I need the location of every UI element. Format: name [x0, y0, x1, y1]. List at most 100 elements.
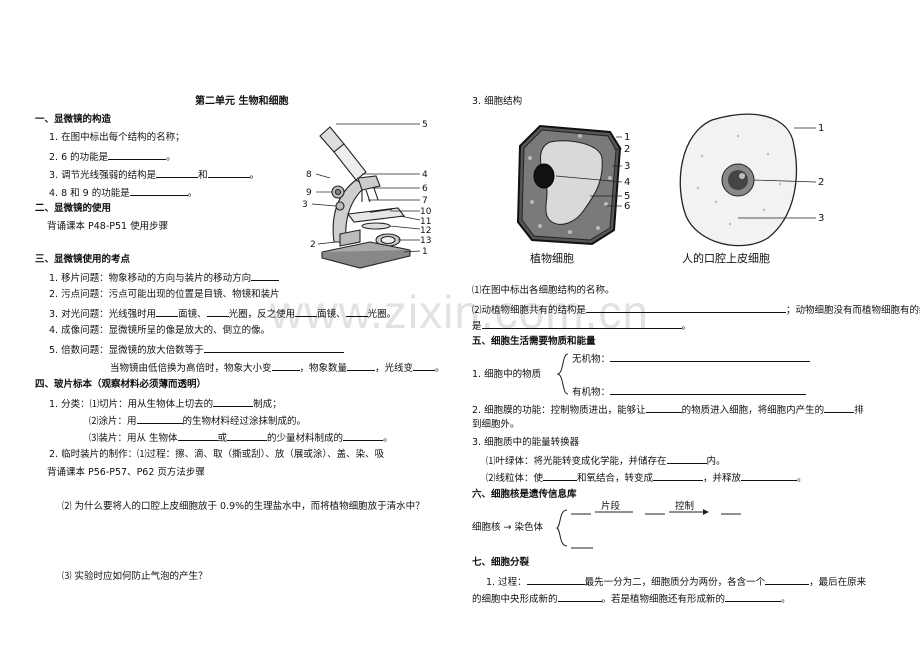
q1-2: 2. 6 的功能是 。 — [49, 149, 176, 165]
animal-num: 3 — [818, 213, 824, 224]
blank[interactable] — [206, 306, 229, 317]
micro-label: 5 — [422, 120, 428, 130]
s5-q3-d: 和氧结合，转变成 — [577, 473, 654, 484]
blank[interactable] — [557, 591, 602, 602]
q3-3-a: 3. 对光问题：光线强时用 — [49, 309, 157, 320]
blank[interactable] — [481, 318, 682, 329]
s5-q3-e: ，并释放 — [703, 473, 742, 484]
blank[interactable] — [765, 574, 810, 585]
section-3-heading: 三、显微镜使用的考点 — [35, 254, 131, 265]
q1-3-end: 。 — [249, 170, 260, 181]
plant-num: 2 — [624, 144, 630, 155]
microscope-figure: 5 4 6 7 10 11 12 13 1 8 9 3 2 — [302, 120, 432, 269]
blank[interactable] — [645, 402, 682, 413]
q4-1-f: 或 — [217, 433, 228, 444]
q4-2: 2. 临时装片的制作：⑴过程：擦、滴、取（撕或刮）、放（展或涂）、盖、染、吸 — [49, 449, 385, 460]
blank[interactable] — [136, 413, 183, 424]
blank[interactable] — [610, 351, 811, 362]
cell-q1: ⑴在图中标出各细胞结构的名称。 — [472, 285, 615, 296]
blank[interactable] — [347, 360, 376, 371]
nucleus — [533, 163, 555, 189]
blank[interactable] — [129, 185, 188, 196]
q4-1: 1. 分类：⑴切片：用从生物体上切去的制成； — [49, 396, 282, 412]
control-label: 控制 — [675, 500, 694, 512]
blank[interactable] — [725, 591, 782, 602]
blank[interactable] — [666, 453, 707, 464]
organic-row: 有机物： — [572, 384, 807, 400]
blank[interactable] — [653, 470, 704, 481]
blank[interactable] — [610, 384, 807, 395]
q4-1-c: ⑵涂片：用 — [89, 416, 137, 427]
q3-3-c: 光圈，反之使用 — [228, 309, 296, 320]
s5-q3-f: 。 — [797, 473, 807, 484]
blank[interactable] — [156, 306, 179, 317]
s5-q2-a: 2. 细胞膜的功能：控制物质进出，能够让 — [472, 405, 646, 416]
cell-q2-d: 。 — [681, 321, 692, 332]
q3-2: 2. 污点问题：污点可能出现的位置是目镜、物镜和装片 — [49, 289, 280, 300]
cell-q2: ⑵动植物细胞共有的结构是；动物细胞没有而植物细胞有的结构 — [472, 302, 920, 318]
blank[interactable] — [741, 470, 798, 481]
plant-num: 6 — [624, 201, 630, 212]
section-6-heading: 六、细胞核是遗传信息库 — [472, 489, 577, 500]
q1-2-end: 。 — [166, 152, 176, 163]
blank[interactable] — [251, 270, 280, 281]
s7-q1-a: 1. 过程： — [486, 577, 527, 588]
s5-q2-b: 的物质进入细胞，将细胞内产生的 — [681, 405, 825, 416]
blank[interactable] — [345, 306, 368, 317]
q1-3: 3. 调节光线强弱的结构是 和 。 — [49, 167, 259, 183]
nucleus-chain-diagram: 片段 控制 — [555, 500, 741, 549]
s5-q2-c: 排 — [854, 405, 864, 416]
blank[interactable] — [271, 360, 300, 371]
animal-cell-figure: 1 2 3 — [679, 113, 824, 247]
q3-3-b: 面镜、 — [178, 309, 207, 320]
blank[interactable] — [213, 396, 254, 407]
q3-3-d: 面镜、 — [317, 309, 346, 320]
q3-5-c: ，物象数量 — [299, 363, 348, 374]
blank[interactable] — [295, 306, 318, 317]
micro-label: 11 — [420, 217, 431, 227]
blank[interactable] — [203, 342, 344, 353]
plant-cell-caption: 植物细胞 — [530, 252, 574, 265]
blank[interactable] — [586, 302, 787, 313]
q1-4-text: 4. 8 和 9 的功能是 — [49, 188, 130, 199]
cell-matter-label: 1. 细胞中的物质 — [472, 369, 542, 380]
q1-3-text: 3. 调节光线强弱的结构是 — [49, 170, 157, 181]
q3-5-b: 当物镜由低倍换为高倍时，物象大小变，物象数量，光线变。 — [110, 360, 445, 376]
q4-1-smear: ⑵涂片：用的生物材料经过涂抹制成的。 — [89, 413, 306, 429]
micro-label: 7 — [422, 196, 428, 206]
blank[interactable] — [108, 149, 167, 160]
cell-q2-b: ；动物细胞没有而植物细胞有的结构 — [786, 305, 920, 316]
q4-1-mount: ⑶装片：用从 生物体或的少量材料制成的。 — [89, 430, 393, 446]
section-4-heading: 四、玻片标本（观察材料必须薄而透明） — [35, 379, 207, 390]
micro-label: 6 — [422, 184, 428, 194]
q1-2-text: 2. 6 的功能是 — [49, 152, 109, 163]
section-3-cell-heading: 3. 细胞结构 — [472, 96, 523, 107]
blank[interactable] — [156, 167, 199, 178]
matter-brace — [556, 353, 569, 395]
micro-label: 1 — [422, 247, 428, 257]
chloroplasts — [528, 134, 612, 234]
blank[interactable] — [343, 430, 384, 441]
blank[interactable] — [543, 470, 578, 481]
q1-3-and: 和 — [198, 170, 208, 181]
blank[interactable] — [227, 430, 268, 441]
q4-1-g: 的少量材料制成的 — [267, 433, 344, 444]
blank[interactable] — [824, 402, 855, 413]
plant-num: 5 — [624, 191, 630, 202]
animal-num: 1 — [818, 123, 824, 134]
blank[interactable] — [177, 430, 218, 441]
q3-5-text: 5. 倍数问题：显微镜的放大倍数等于 — [49, 345, 204, 356]
micro-label: 3 — [302, 200, 308, 210]
s7-q1-c: ，最后在原来 — [809, 577, 867, 588]
q3-5-e: 。 — [435, 363, 445, 374]
s5-q2: 2. 细胞膜的功能：控制物质进出，能够让 的物质进入细胞，将细胞内产生的 排 — [472, 402, 864, 418]
s5-q3-chloroplast: ⑴叶绿体：将光能转变成化学能，并储存在内。 — [486, 453, 726, 469]
blank[interactable] — [413, 360, 436, 371]
blank[interactable] — [526, 574, 585, 585]
s5-q3-a: ⑴叶绿体：将光能转变成化学能，并储存在 — [486, 456, 667, 467]
blank[interactable] — [207, 167, 250, 178]
s7-q1-e: 。若是植物细胞还有形成新的 — [601, 594, 726, 605]
micro-label: 4 — [422, 170, 428, 180]
cell-q2-line2: 是。 — [472, 318, 691, 334]
q3-3: 3. 对光问题：光线强时用面镜、光圈，反之使用面镜、光圈。 — [49, 306, 396, 322]
